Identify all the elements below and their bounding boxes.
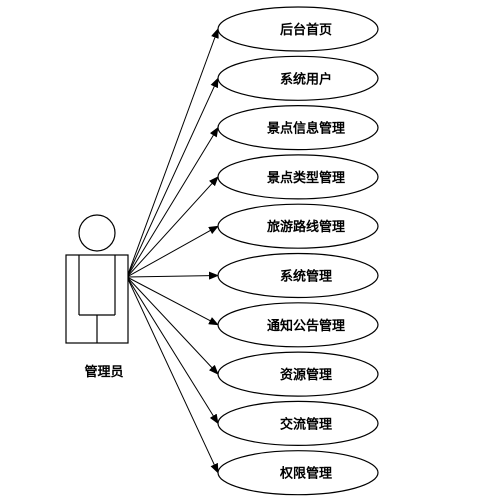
actor-head: [78, 214, 116, 252]
use-case-ellipse: [217, 400, 379, 446]
use-case-list: 后台首页系统用户景点信息管理景点类型管理旅游路线管理系统管理通知公告管理资源管理…: [217, 6, 379, 496]
use-case-exchange: 交流管理: [217, 400, 379, 446]
use-case-home: 后台首页: [217, 6, 379, 52]
use-case-resource: 资源管理: [217, 351, 379, 397]
use-case-permission: 权限管理: [217, 450, 379, 496]
use-case-label: 资源管理: [280, 367, 332, 383]
use-case-ellipse: [217, 154, 379, 200]
association-arrow-system-users: [126, 77, 219, 278]
association-arrow-spot-type: [126, 176, 219, 278]
use-case-route: 旅游路线管理: [217, 203, 379, 249]
association-arrow-home: [126, 28, 219, 278]
use-case-ellipse: [217, 55, 379, 101]
association-arrow-route: [126, 225, 219, 278]
use-case-label: 系统用户: [280, 71, 332, 87]
association-arrow-notice: [126, 276, 219, 326]
use-case-ellipse: [217, 252, 379, 299]
use-case-ellipse: [217, 104, 379, 151]
use-case-ellipse: [217, 450, 379, 496]
use-case-label: 通知公告管理: [267, 318, 345, 334]
association-arrow-spot-info: [126, 126, 219, 278]
association-arrow-permission: [126, 276, 219, 474]
use-case-label: 权限管理: [279, 466, 332, 482]
use-case-label: 后台首页: [280, 22, 332, 38]
use-case-ellipse: [217, 6, 379, 52]
use-case-ellipse: [217, 302, 379, 348]
use-case-notice: 通知公告管理: [217, 302, 379, 348]
use-case-label: 交流管理: [280, 416, 332, 432]
use-case-label: 系统管理: [280, 269, 332, 285]
association-arrow-system: [126, 271, 219, 280]
association-arrow-resource: [126, 276, 219, 375]
use-case-ellipse: [217, 203, 379, 249]
use-case-system: 系统管理: [217, 252, 379, 299]
association-lines: [126, 28, 219, 474]
use-case-ellipse: [217, 351, 379, 397]
use-case-label: 景点类型管理: [267, 170, 345, 186]
use-case-label: 旅游路线管理: [267, 219, 345, 235]
actor-label: 管理员: [84, 364, 123, 380]
association-arrow-exchange: [126, 276, 219, 425]
actor-figure: 管理员: [65, 214, 129, 380]
use-case-spot-info: 景点信息管理: [217, 104, 379, 151]
use-case-system-users: 系统用户: [217, 55, 379, 101]
use-case-label: 景点信息管理: [267, 121, 345, 137]
use-case-spot-type: 景点类型管理: [217, 154, 379, 200]
